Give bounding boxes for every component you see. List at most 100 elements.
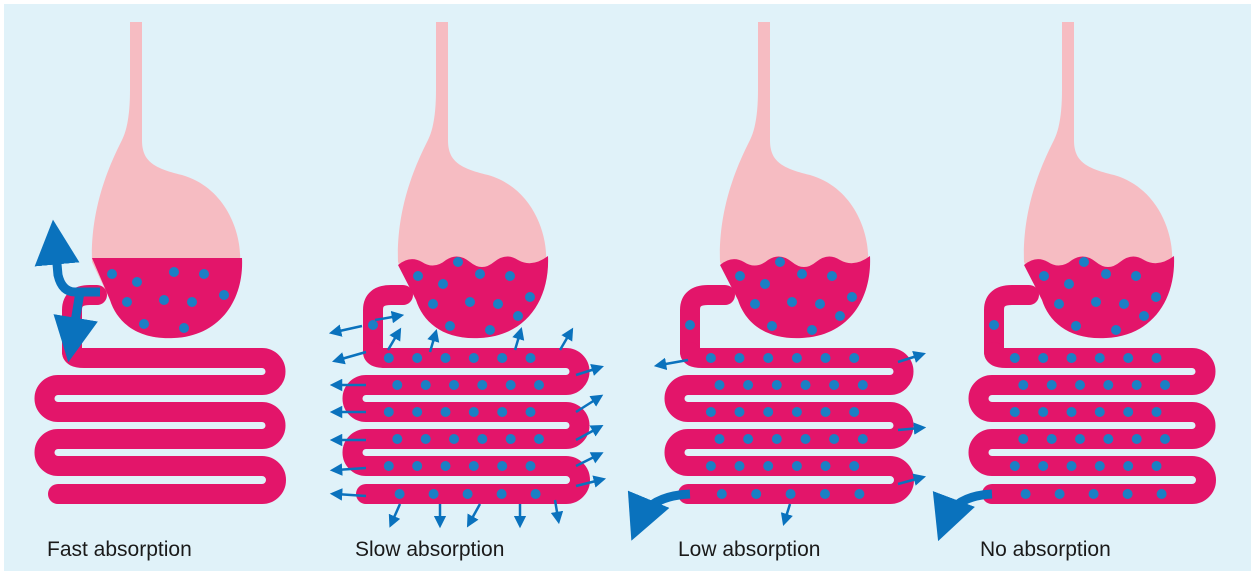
- particle: [849, 407, 859, 417]
- particle: [1103, 380, 1113, 390]
- particle: [413, 271, 423, 281]
- particle: [821, 407, 831, 417]
- particle: [706, 407, 716, 417]
- particle: [1047, 380, 1057, 390]
- particle: [534, 434, 544, 444]
- particle: [1101, 269, 1111, 279]
- caption-no-absorption: No absorption: [980, 538, 1111, 562]
- particle: [743, 380, 753, 390]
- particle: [1123, 489, 1133, 499]
- particle: [1123, 407, 1133, 417]
- particle: [1038, 407, 1048, 417]
- panel-2: [640, 22, 920, 520]
- particle: [835, 311, 845, 321]
- particle: [1151, 292, 1161, 302]
- particle: [715, 434, 725, 444]
- particle: [751, 489, 761, 499]
- particle: [1123, 353, 1133, 363]
- absorption-arrow: [515, 333, 520, 350]
- absorption-arrow: [338, 352, 366, 360]
- particle: [384, 353, 394, 363]
- particle: [477, 380, 487, 390]
- particle: [1095, 353, 1105, 363]
- panel-0: [44, 22, 276, 494]
- small-intestine: [44, 352, 276, 494]
- particle: [1018, 380, 1028, 390]
- panel-3: [946, 22, 1206, 520]
- particle: [706, 353, 716, 363]
- particle: [717, 489, 727, 499]
- particle: [1010, 461, 1020, 471]
- particle: [787, 297, 797, 307]
- particle: [429, 489, 439, 499]
- particle: [821, 353, 831, 363]
- particle: [847, 292, 857, 302]
- particle: [1039, 271, 1049, 281]
- particle: [815, 299, 825, 309]
- particle: [1054, 299, 1064, 309]
- particle: [463, 489, 473, 499]
- particle: [513, 311, 523, 321]
- particle: [449, 434, 459, 444]
- particle: [368, 320, 378, 330]
- particle: [1095, 407, 1105, 417]
- particle: [775, 257, 785, 267]
- absorption-arrow: [335, 326, 362, 332]
- particle: [772, 434, 782, 444]
- particle: [449, 380, 459, 390]
- particle: [428, 299, 438, 309]
- particle: [1038, 353, 1048, 363]
- particle: [1152, 353, 1162, 363]
- particle: [792, 461, 802, 471]
- particle: [1123, 461, 1133, 471]
- particle: [1010, 353, 1020, 363]
- particle: [792, 353, 802, 363]
- particle: [1152, 461, 1162, 471]
- particle: [497, 407, 507, 417]
- particle: [820, 489, 830, 499]
- particle: [797, 269, 807, 279]
- particle: [199, 269, 209, 279]
- particle: [475, 269, 485, 279]
- particle: [1064, 279, 1074, 289]
- particle: [706, 461, 716, 471]
- absorption-arrow: [392, 504, 400, 522]
- particle: [1091, 297, 1101, 307]
- particle: [1071, 321, 1081, 331]
- particle: [525, 292, 535, 302]
- particle: [743, 434, 753, 444]
- particle: [858, 380, 868, 390]
- particle: [384, 461, 394, 471]
- particle: [1055, 489, 1065, 499]
- particle: [1089, 489, 1099, 499]
- particle: [772, 380, 782, 390]
- particle: [526, 407, 536, 417]
- caption-fast-absorption: Fast absorption: [47, 538, 192, 562]
- particle: [441, 407, 451, 417]
- particle: [438, 279, 448, 289]
- particle: [750, 299, 760, 309]
- particle: [685, 320, 695, 330]
- particle: [469, 461, 479, 471]
- particle: [849, 353, 859, 363]
- particle: [1131, 271, 1141, 281]
- particle: [1103, 434, 1113, 444]
- particle: [392, 380, 402, 390]
- particle: [179, 323, 189, 333]
- absorption-arrow: [560, 333, 570, 350]
- particle: [139, 319, 149, 329]
- exit-arrow: [640, 494, 690, 520]
- small-intestine: [979, 352, 1207, 494]
- particle: [465, 297, 475, 307]
- particle: [107, 269, 117, 279]
- particle: [807, 325, 817, 335]
- duodenum: [690, 295, 725, 352]
- exit-arrow: [946, 494, 992, 520]
- particle: [469, 353, 479, 363]
- particle: [1160, 380, 1170, 390]
- particle: [735, 407, 745, 417]
- absorption-arrow: [576, 398, 598, 412]
- particle: [763, 353, 773, 363]
